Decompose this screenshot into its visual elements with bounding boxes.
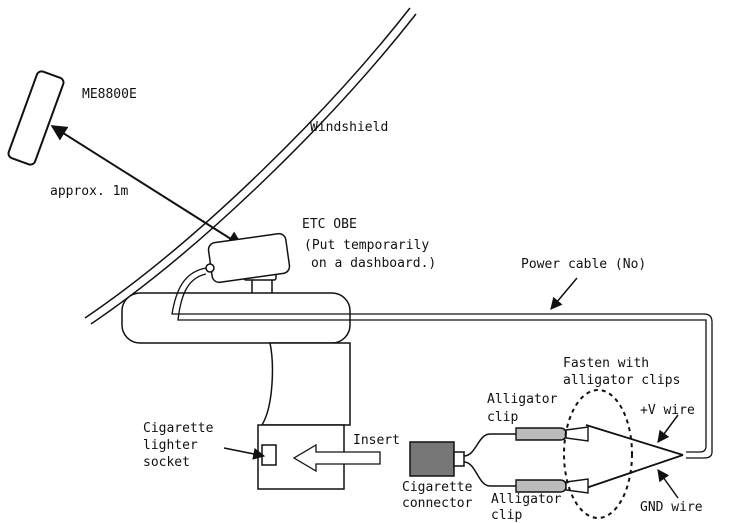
- insert-label: Insert: [353, 433, 400, 448]
- socket-label-line-3: socket: [143, 455, 190, 470]
- antenna-label: ME8800E: [82, 87, 137, 102]
- socket-pointer: [223, 447, 266, 460]
- clip-bottom-label-line-2: clip: [491, 508, 523, 523]
- fasten-label-line-2: alligator clips: [563, 373, 681, 388]
- clip-bottom-label-line-1: Alligator: [491, 492, 562, 507]
- clip-top-label-line-1: Alligator: [487, 392, 558, 407]
- socket-label-line-2: lighter: [143, 438, 198, 453]
- etc-obe-unit: [205, 232, 291, 299]
- v-wires: [585, 424, 684, 489]
- fastening-area-ellipse: [563, 389, 633, 519]
- clip-top-label-line-2: clip: [487, 410, 519, 425]
- power-cable-pointer: [550, 277, 578, 310]
- gnd-wire-label: GND wire: [640, 500, 703, 515]
- obe-note-line-1: (Put temporarily: [304, 238, 430, 253]
- obe-title-label: ETC OBE: [302, 217, 357, 232]
- cigarette-connector: [409, 433, 516, 487]
- connector-label-line-2: connector: [402, 496, 473, 511]
- me8800e-device: [7, 70, 65, 166]
- distance-arrow: [50, 125, 244, 247]
- connector-label-line-1: Cigarette: [402, 480, 473, 495]
- dashboard: [121, 292, 351, 344]
- distance-label: approx. 1m: [50, 184, 129, 199]
- obe-note-line-2: on a dashboard.): [311, 256, 437, 271]
- fasten-label-line-1: Fasten with: [563, 356, 650, 371]
- windshield-label: Windshield: [310, 120, 389, 135]
- steering-column: [260, 342, 351, 426]
- gnd-wire-pointer: [657, 469, 679, 499]
- alligator-clip-top: [515, 426, 589, 442]
- windshield-glass: [84, 7, 417, 325]
- plus-v-wire-pointer: [657, 414, 679, 443]
- plus-v-wire-label: +V wire: [640, 403, 695, 418]
- power-cable: [171, 267, 713, 459]
- insert-arrow: [292, 443, 381, 473]
- alligator-clip-bottom: [515, 478, 589, 494]
- socket-label-line-1: Cigarette: [143, 421, 214, 436]
- power-cable-label: Power cable (No): [521, 257, 647, 272]
